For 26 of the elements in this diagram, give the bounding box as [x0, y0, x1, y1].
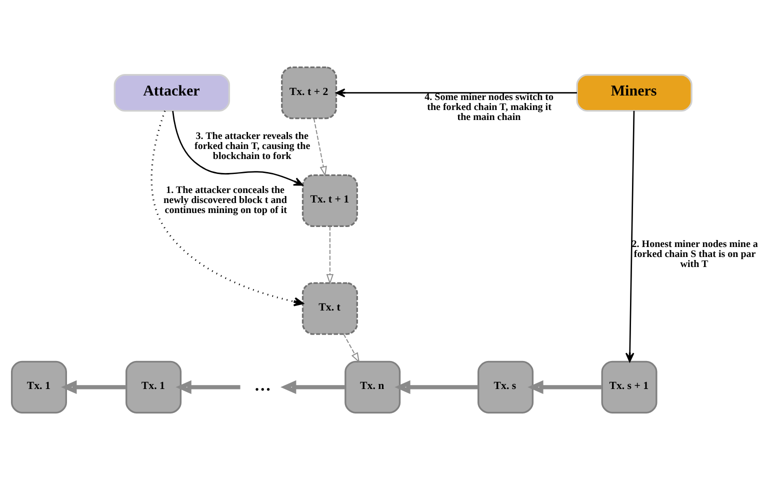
arrow [528, 380, 602, 394]
arrow [326, 226, 334, 284]
arrow [343, 334, 360, 363]
node-box: Tx. 1 [10, 360, 67, 414]
arrow [313, 118, 327, 177]
node-box: Tx. t + 1 [302, 174, 358, 228]
node-box: Tx. s [478, 360, 534, 414]
node-box: Tx. n [344, 360, 401, 414]
node-box: Attacker [114, 74, 230, 112]
node-box: Tx. t + 2 [281, 66, 338, 120]
arrow [176, 380, 240, 394]
edge-label: 1. The attacker conceals the newly discovered block t and continues mining on top of it [164, 184, 287, 216]
edge-label: 3. The attacker reveals the forked chain T, causing the blockchain to fork [194, 130, 310, 162]
arrow [336, 88, 577, 98]
node-text: … [254, 376, 271, 394]
arrow [150, 110, 304, 306]
arrow [61, 380, 126, 394]
arrow [172, 110, 304, 186]
edge-label: 4. Some miner nodes switch to the forked chain T, making it the main chain [424, 92, 554, 124]
node-box: Tx. s + 1 [601, 360, 658, 414]
node-box: Miners [576, 74, 692, 112]
arrow [280, 380, 346, 394]
arrow [625, 110, 635, 362]
node-box: Tx. 1 [126, 360, 182, 414]
node-box: Tx. t [302, 282, 358, 335]
arrow [394, 380, 478, 394]
